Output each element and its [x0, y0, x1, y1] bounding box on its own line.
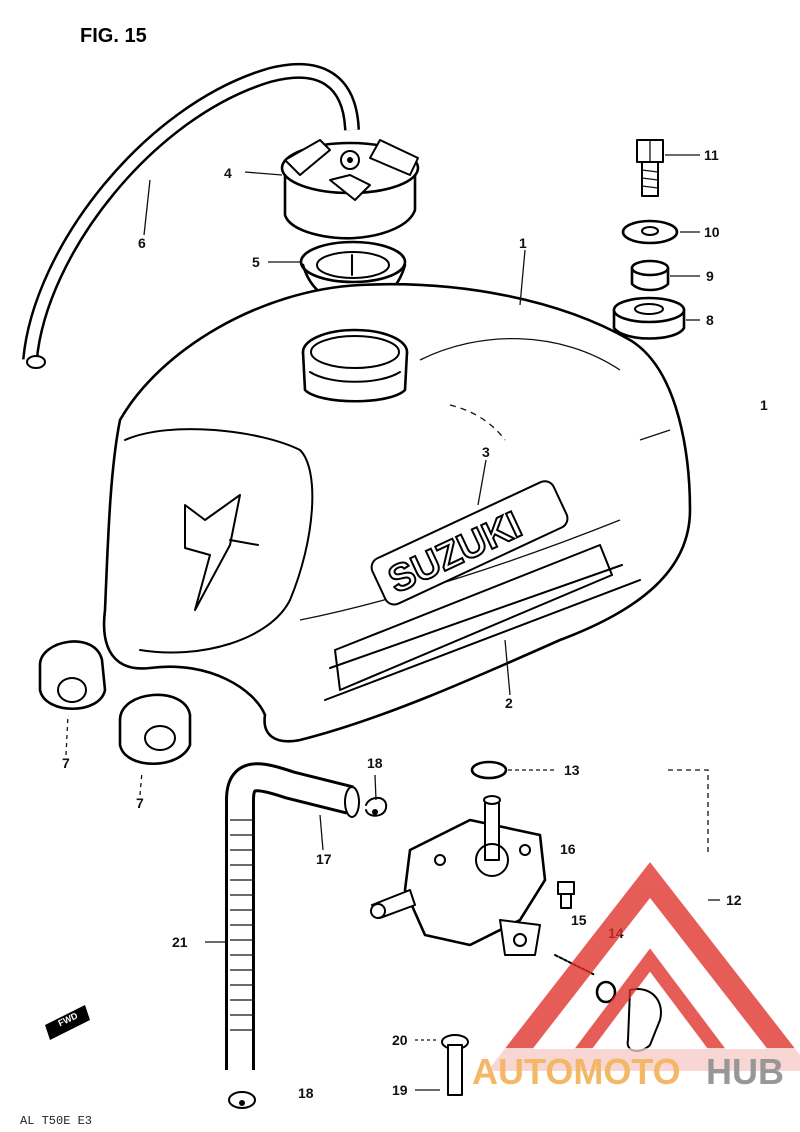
watermark-triangle-inner — [569, 948, 731, 1065]
callout-12: 12 — [726, 892, 742, 908]
callout-21: 21 — [172, 934, 188, 950]
forward-direction-marker: FWD — [45, 1005, 90, 1040]
hose-clip-top — [365, 796, 388, 817]
callout-1-right: 1 — [760, 397, 768, 413]
callout-18-bottom: 18 — [298, 1085, 314, 1101]
callout-8: 8 — [706, 312, 714, 328]
breather-hose — [22, 63, 360, 369]
callout-19: 19 — [392, 1082, 408, 1098]
fuel-hose — [225, 762, 360, 1070]
fuel-cock-screw — [557, 881, 575, 909]
watermark-text-automoto: AUTOMOTO — [472, 1051, 681, 1092]
callout-18-top: 18 — [367, 755, 383, 771]
callout-13: 13 — [564, 762, 580, 778]
callout-2: 2 — [505, 695, 513, 711]
callout-5: 5 — [252, 254, 260, 270]
fuel-cock-lever — [626, 988, 662, 1052]
mount-washer — [621, 219, 679, 245]
o-ring — [470, 760, 508, 780]
callout-9: 9 — [706, 268, 714, 284]
callout-4: 4 — [224, 165, 232, 181]
callout-7-left: 7 — [62, 755, 70, 771]
callout-7-right: 7 — [136, 795, 144, 811]
watermark: AUTOMOTO HUB — [470, 862, 800, 1092]
tank-cushion-left — [38, 640, 107, 710]
mount-collar — [630, 259, 670, 292]
callout-15: 15 — [571, 912, 587, 928]
callout-16: 16 — [560, 841, 576, 857]
tank-cushion-right — [118, 693, 192, 765]
fuel-tank: SUZUKI — [102, 282, 692, 743]
footer-code: AL T50E E3 — [20, 1114, 92, 1128]
fuel-cock — [370, 795, 547, 956]
watermark-text-hub: HUB — [706, 1051, 784, 1092]
callout-20: 20 — [392, 1032, 408, 1048]
fuel-cock-gasket — [595, 980, 617, 1004]
figure-title: FIG. 15 — [80, 25, 147, 47]
fuel-cap — [280, 139, 420, 240]
callout-3: 3 — [482, 444, 490, 460]
leader-lines — [65, 154, 720, 1091]
callout-10: 10 — [704, 224, 720, 240]
callout-6: 6 — [138, 235, 146, 251]
lever-screw — [441, 1034, 469, 1096]
mount-grommet — [612, 296, 686, 340]
callout-1: 1 — [519, 235, 527, 251]
callout-11: 11 — [704, 147, 719, 163]
callout-17: 17 — [316, 851, 332, 867]
hose-clip-bottom — [228, 1091, 256, 1109]
mount-bolt — [636, 139, 664, 197]
callout-numbers: 4 5 6 1 1 3 2 7 7 11 10 9 8 13 18 17 16 … — [62, 147, 768, 1101]
